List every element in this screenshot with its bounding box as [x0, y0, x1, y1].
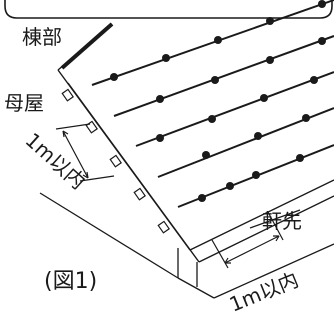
fastening-dot [310, 76, 318, 84]
side-dimension [55, 123, 115, 182]
fastening-dot [198, 194, 206, 202]
fastening-dot [254, 132, 262, 140]
fastening-dot [266, 56, 274, 64]
fastening-dot [318, 0, 326, 8]
fastening-dot [110, 73, 118, 81]
eaves-dimension [211, 209, 301, 269]
fastening-dot [156, 95, 164, 103]
purlin-block [133, 187, 146, 201]
fastening-dot [162, 54, 170, 62]
sheet-lines [91, 0, 334, 208]
ridge-label: 棟部 [22, 25, 62, 49]
fastening-dot [296, 154, 304, 162]
purlin-blocks [61, 88, 170, 234]
fastening-dot [156, 134, 164, 142]
fastening-dots [110, 0, 326, 202]
sheet-line [135, 71, 334, 147]
figure-caption: (図1) [44, 269, 97, 294]
purlin-block [85, 120, 98, 134]
building-body [39, 192, 334, 299]
fastening-dot [318, 37, 326, 45]
fastening-dot [252, 171, 260, 179]
purlin-block [61, 88, 74, 102]
fastening-dot [302, 114, 310, 122]
fastening-dot [202, 151, 210, 159]
purlin-label: 母屋 [4, 91, 44, 115]
eaves-spacing-label: 1m以内 [226, 267, 302, 316]
fastening-dot [208, 115, 216, 123]
roof-outline [57, 23, 334, 263]
sheet-line [91, 0, 334, 86]
purlin-block [109, 154, 122, 168]
top-rounded-frame [4, 0, 333, 19]
fastening-dot [226, 182, 234, 190]
side-spacing-label: 1m以内 [21, 128, 91, 194]
fastening-dot [260, 94, 268, 102]
fastening-dot [211, 76, 219, 84]
fastening-dot [266, 17, 274, 25]
sheet-line [113, 35, 334, 117]
eaves-label: 軒先 [262, 209, 302, 233]
purlin-block [157, 220, 170, 234]
fastening-dot [214, 36, 222, 44]
